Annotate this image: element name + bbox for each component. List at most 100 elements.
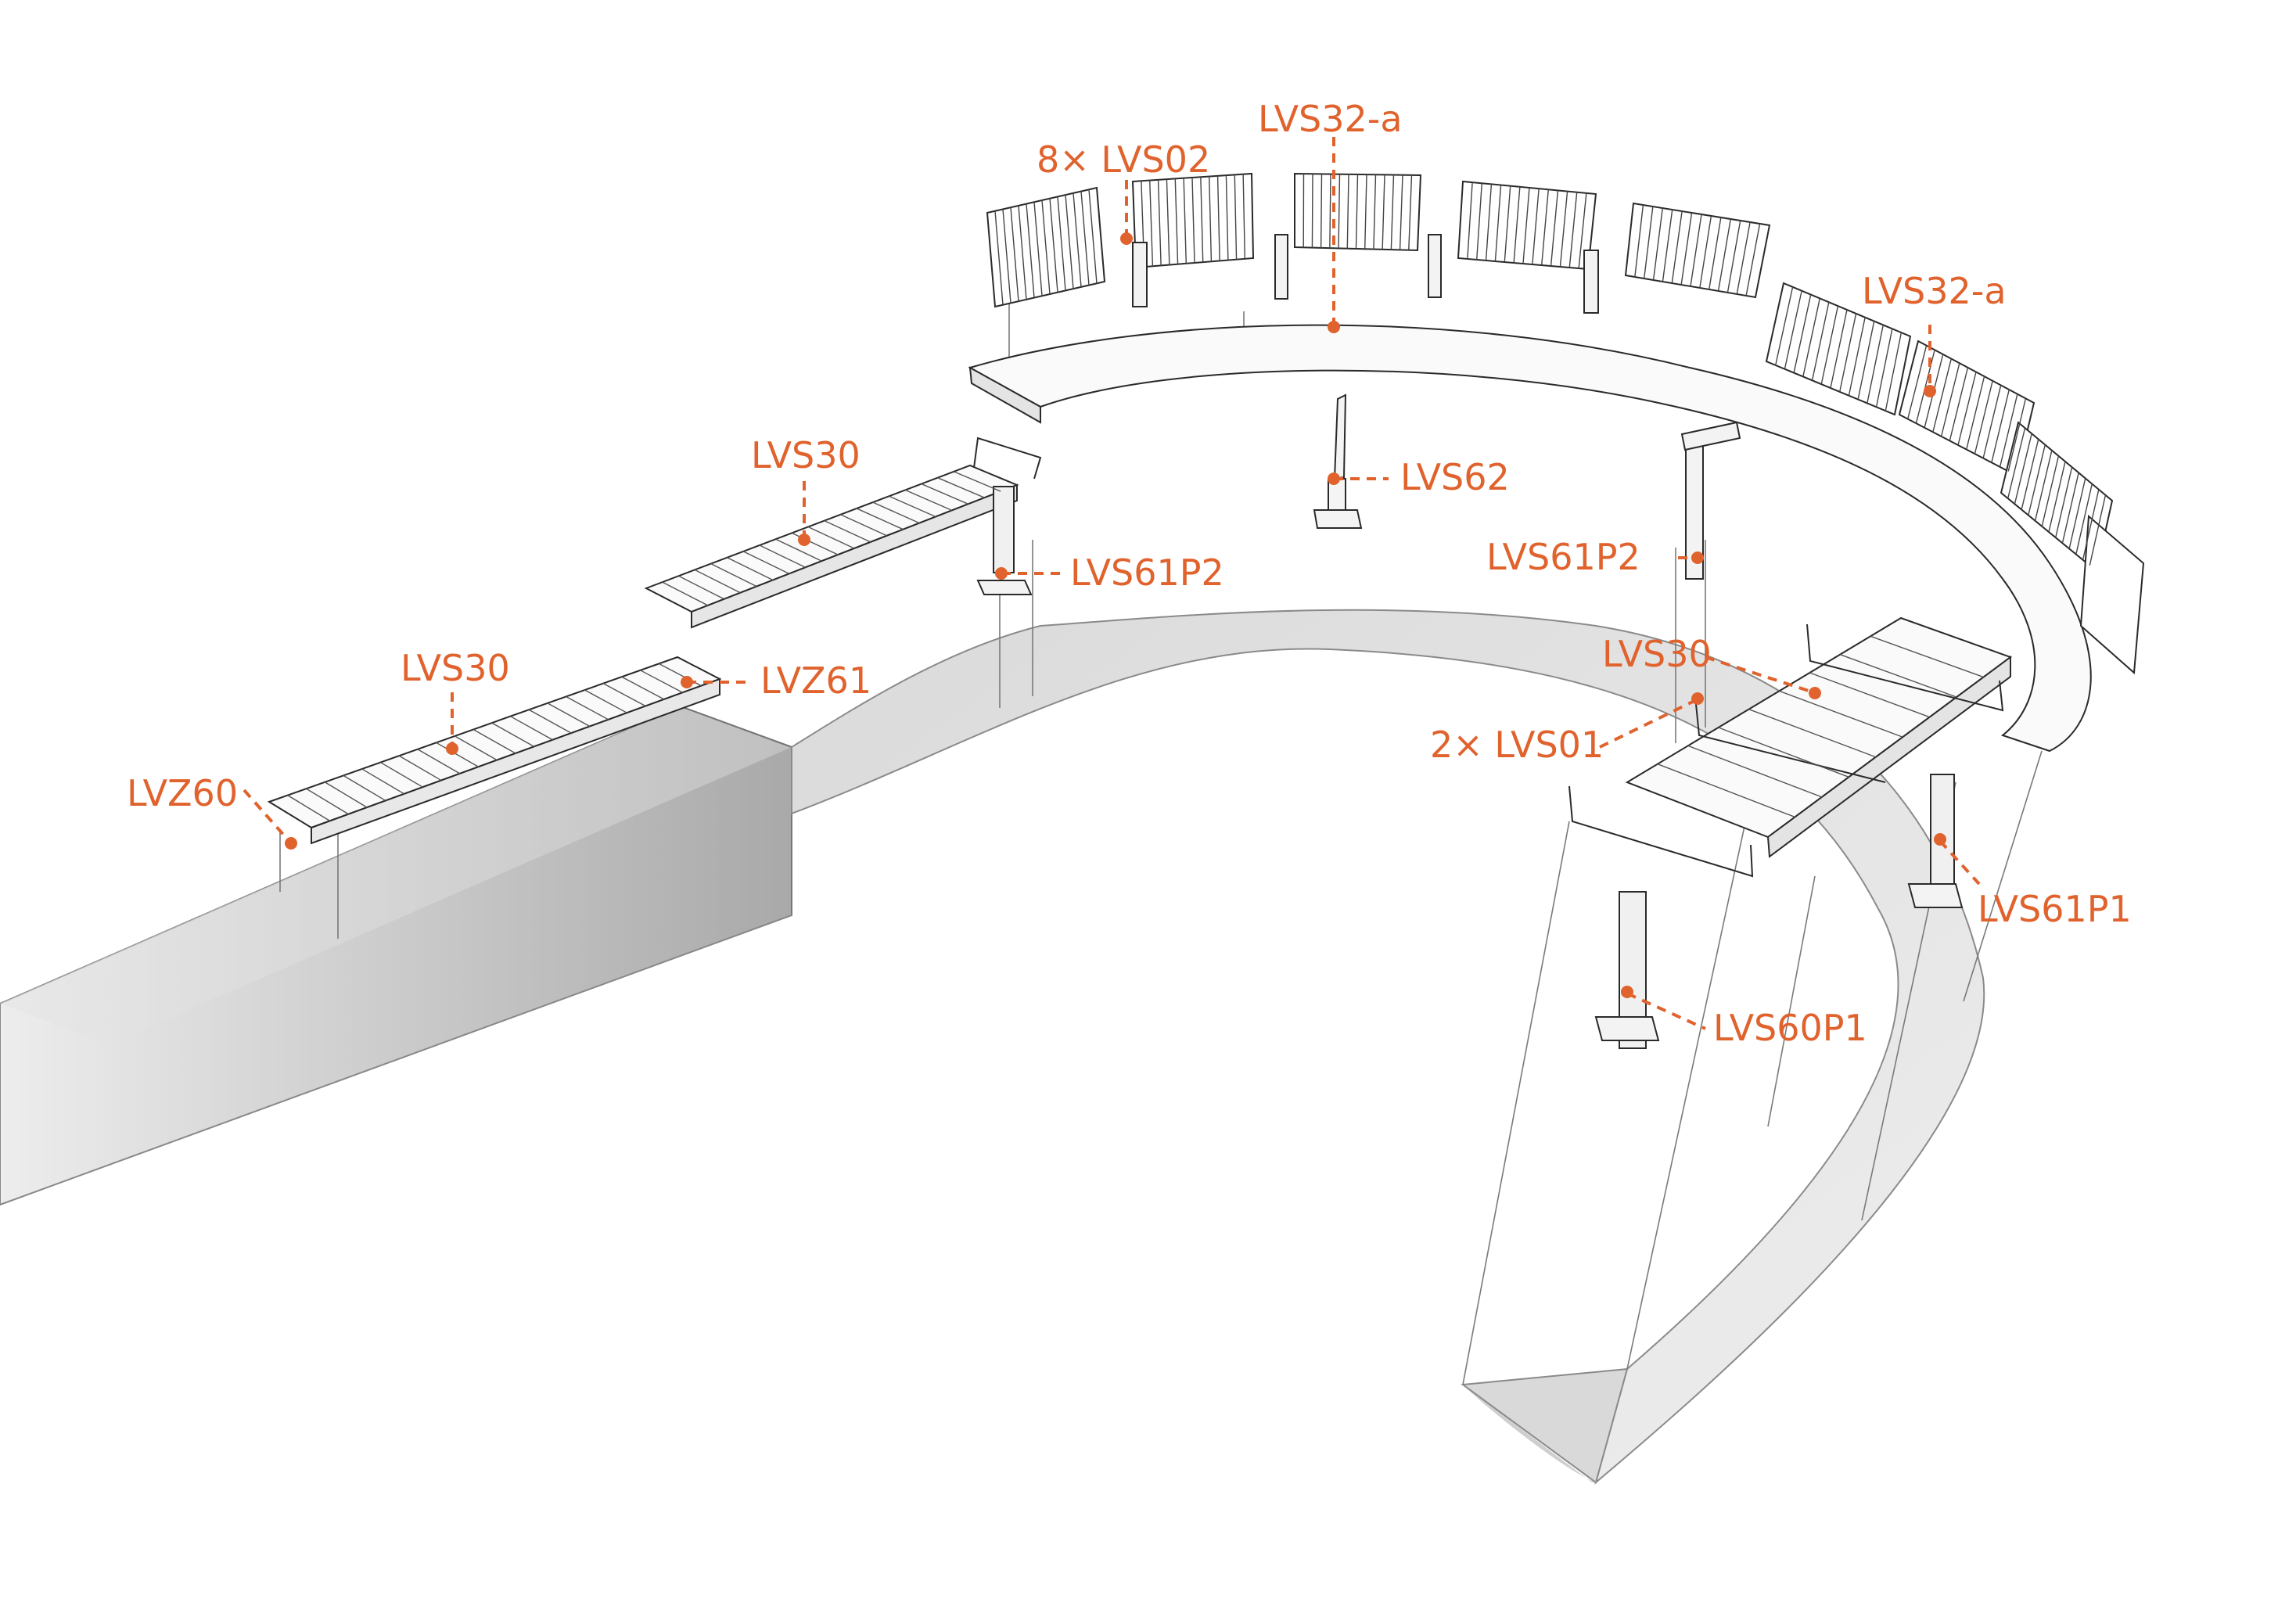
backrest-slat: [1338, 174, 1341, 249]
callout-labels: LVS32-a 8× LVS02 LVS32-a LVS30 LVS62 LVS…: [127, 98, 2132, 1049]
backrest-slat: [1982, 385, 2002, 458]
backrest-slat: [1857, 321, 1875, 400]
backrest-slat: [1080, 191, 1090, 286]
backrest-slat: [2007, 427, 2026, 499]
backrest-slat: [1522, 187, 1530, 264]
backrest-slat: [1848, 317, 1866, 396]
seat-slat: [840, 514, 887, 537]
backrest-slat: [1644, 206, 1654, 279]
callout-dots: [285, 232, 1946, 998]
backrest-slat: [1355, 174, 1359, 250]
backrest-slat: [2034, 450, 2053, 521]
backrest-slat: [2089, 494, 2107, 566]
seat-slat: [727, 557, 774, 581]
seat-slat: [759, 544, 806, 568]
backrest-slat: [1242, 174, 1245, 259]
backrest-slat: [1467, 182, 1473, 260]
backrest-slat: [1513, 186, 1521, 264]
backrest-slat: [1709, 217, 1722, 290]
seat-slat: [491, 722, 535, 747]
seat-slat: [602, 683, 646, 707]
backrest-slat: [1174, 178, 1179, 264]
backrest-slat: [1057, 196, 1066, 291]
seat-slat: [287, 794, 331, 821]
backrest-slat: [2061, 472, 2079, 544]
label-lvz61: LVZ61: [760, 659, 871, 702]
backrest-slat: [1311, 174, 1313, 248]
backrest-slat: [1820, 305, 1839, 385]
backrest-slat: [1504, 185, 1511, 263]
backrest-slat: [1690, 214, 1702, 287]
backrest-slat: [2068, 478, 2086, 549]
backrest-slat: [1041, 199, 1051, 295]
seat-slat: [528, 709, 572, 734]
backrest-slat: [1652, 207, 1663, 281]
seat-slat: [742, 551, 790, 575]
backrest-slat: [1634, 204, 1644, 278]
backrest-slat: [1157, 179, 1162, 266]
backrest-slat: [1991, 389, 2010, 463]
seat-slat: [343, 774, 386, 802]
backrest-slat: [1949, 367, 1969, 441]
armrest-supports: [1132, 234, 1741, 580]
backrest-slat: [1802, 298, 1820, 377]
backrest-slat: [2041, 455, 2060, 527]
label-lvs60p1: LVS60P1: [1713, 1007, 1867, 1049]
backrest-slat: [2021, 439, 2039, 510]
curved-seat-main: [968, 324, 2092, 753]
seat-slat: [436, 742, 479, 767]
backrest-slat: [1559, 191, 1568, 268]
backrest-slat: [2082, 489, 2100, 560]
backrest-slat: [1485, 184, 1493, 261]
seat-slat: [1718, 727, 1849, 778]
label-lvs30-left: LVS30: [401, 647, 510, 689]
backrest-slat: [1010, 207, 1019, 302]
backrest-slat: [1726, 220, 1741, 293]
seat-slat: [824, 520, 871, 543]
seat-slat: [662, 581, 709, 606]
label-lvs32a-top: LVS32-a: [1258, 98, 1403, 140]
seat-slat: [566, 695, 609, 720]
seat-slat: [710, 562, 757, 587]
backrest-slat: [1065, 195, 1074, 289]
backrest-slat: [1073, 192, 1082, 287]
seat-slat: [856, 508, 904, 530]
backrest-slat: [1320, 174, 1323, 248]
seat-slat: [584, 689, 627, 713]
backrest-slat: [1225, 175, 1229, 260]
backrest-slat: [1830, 309, 1848, 389]
seat-slat: [1839, 654, 1957, 698]
backrest-slat: [2055, 466, 2073, 538]
backrest-slat: [1885, 332, 1903, 411]
seat-slat: [1870, 635, 1984, 678]
backrest-slat: [1002, 209, 1011, 304]
backrest-slat: [2028, 444, 2046, 516]
callout-leaders: [243, 137, 1981, 1030]
label-lvz60: LVZ60: [127, 772, 238, 814]
backrest-slat: [1907, 345, 1928, 419]
label-lvs61p2-left: LVS61P2: [1070, 552, 1224, 594]
backrest-slat: [2048, 461, 2066, 533]
backrest-slat: [1216, 175, 1220, 261]
backrest-slat: [1839, 313, 1857, 393]
backrest-slat: [1033, 202, 1043, 296]
backrest-slat: [1018, 205, 1027, 300]
backrest-slat: [1476, 183, 1482, 260]
backrest-slat: [2014, 433, 2032, 505]
backrest-slat: [1811, 302, 1830, 381]
backrest-slat: [1329, 174, 1331, 249]
seat-slat: [454, 735, 498, 761]
seat-slat: [417, 749, 461, 774]
seat-slat: [904, 489, 953, 512]
backrest-slat: [1183, 178, 1187, 264]
backrest-slat: [1671, 210, 1683, 284]
backrest-slat: [1699, 215, 1712, 289]
seat-slat: [510, 716, 553, 741]
backrest-slat: [994, 210, 1004, 305]
seat-slat: [380, 761, 423, 788]
seat-slat: [1779, 690, 1903, 738]
label-lvs61p1: LVS61P1: [1978, 888, 2132, 930]
label-lvs61p2-right: LVS61P2: [1486, 536, 1640, 578]
seat-slat: [472, 728, 516, 754]
